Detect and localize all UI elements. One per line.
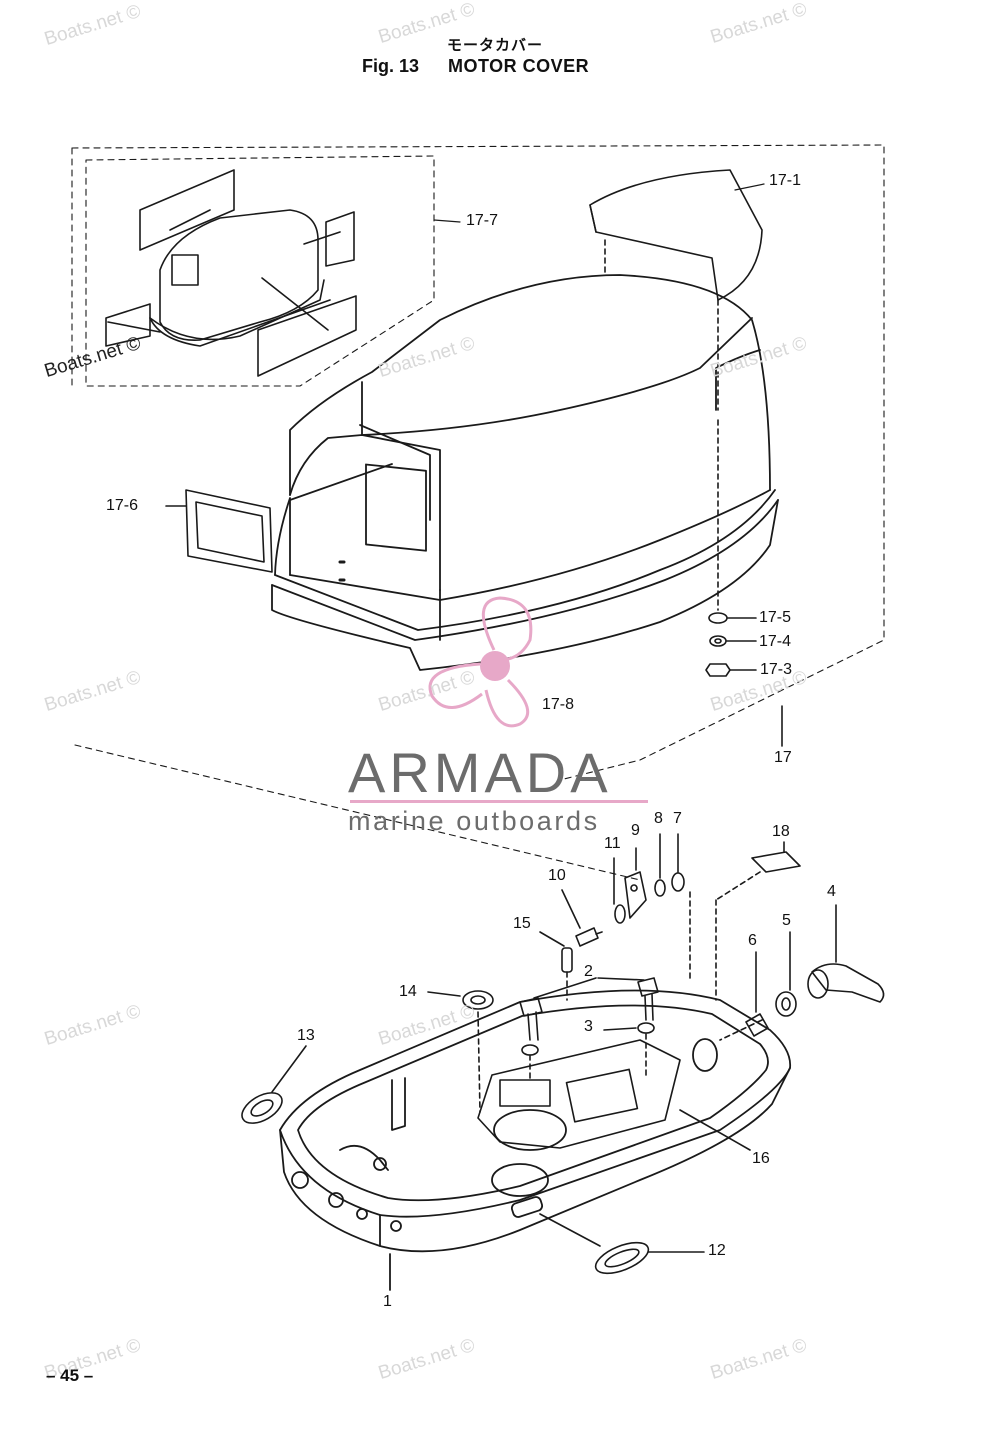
bottom-cowling-1 — [279, 989, 792, 1291]
callout-6: 6 — [748, 932, 757, 949]
plug-12 — [539, 1213, 705, 1275]
bolts-2-washers-3 — [519, 977, 659, 1081]
callout-17-4: 17-4 — [759, 633, 792, 650]
callout-16: 16 — [752, 1150, 770, 1167]
figure-number: Fig. 13 — [362, 56, 420, 76]
leader-lines-top — [433, 183, 765, 223]
brand-underline — [350, 800, 648, 803]
callout-2: 2 — [584, 963, 593, 980]
callout-11: 11 — [604, 835, 621, 852]
gasket-16 — [477, 1039, 751, 1151]
motor-cover-main — [271, 274, 779, 671]
callout-17-6: 17-6 — [106, 497, 139, 514]
armada-propeller-logo — [428, 596, 533, 728]
lock-plate-9 — [613, 833, 691, 981]
callout-17-5: 17-5 — [759, 609, 792, 626]
callout-9: 9 — [631, 822, 640, 839]
decal-sheet-17-7 — [85, 155, 435, 387]
page-number: – 45 – — [46, 1366, 94, 1385]
figure-title-japanese: モータカバー — [447, 36, 544, 54]
grommet-14 — [427, 990, 494, 1113]
brand-subtitle: marine outboards — [348, 806, 600, 836]
callout-12: 12 — [708, 1242, 726, 1259]
callout-17-3: 17-3 — [760, 661, 793, 678]
callout-8: 8 — [654, 810, 663, 827]
callout-4: 4 — [827, 883, 836, 900]
brand-name: ARMADA — [348, 741, 612, 804]
grommet-17-6 — [165, 489, 273, 573]
callout-17: 17 — [774, 749, 792, 766]
callout-17-1: 17-1 — [769, 172, 802, 189]
callout-18: 18 — [772, 823, 790, 840]
callout-3: 3 — [584, 1018, 593, 1035]
callout-10: 10 — [548, 867, 566, 884]
callout-17-7: 17-7 — [466, 212, 499, 229]
callout-13: 13 — [297, 1027, 315, 1044]
callout-7: 7 — [673, 810, 682, 827]
assembly-boundary-17 — [71, 144, 885, 881]
plug-13 — [241, 1045, 307, 1124]
label-18 — [715, 841, 801, 1001]
callout-17-8: 17-8 — [542, 696, 575, 713]
callout-1: 1 — [383, 1293, 392, 1310]
lever-4-collar-5-6 — [719, 904, 885, 1041]
callout-14: 14 — [399, 983, 417, 1000]
callout-15: 15 — [513, 915, 531, 932]
fasteners-17-3-17-5 — [705, 419, 783, 747]
cover-seal-17-1 — [589, 169, 763, 411]
pin-15-screw-10 — [539, 889, 603, 1001]
callout-5: 5 — [782, 912, 791, 929]
figure-title: MOTOR COVER — [448, 56, 590, 76]
